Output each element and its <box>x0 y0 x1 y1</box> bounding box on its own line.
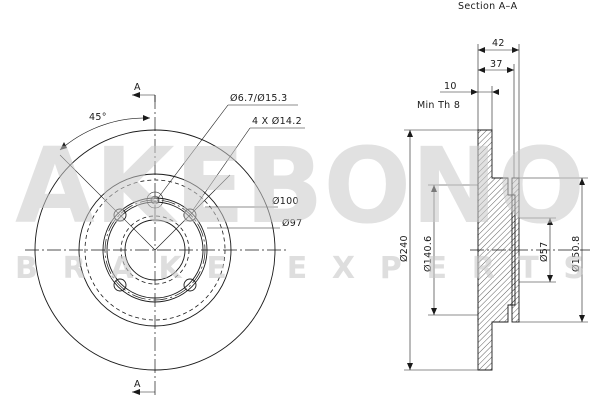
bolt-hole <box>113 208 127 222</box>
watermark: AKEBONO BRAKE EXPERTS <box>15 125 585 286</box>
watermark-tagline: BRAKE EXPERTS <box>15 251 585 286</box>
angle-label: 45° <box>89 112 107 123</box>
thickness-label: 10 <box>444 81 457 92</box>
dim-arrow <box>431 185 437 192</box>
inner-diameter-label: Ø140.6 <box>423 236 434 272</box>
section-arrowhead <box>132 92 140 98</box>
locating-hole <box>150 195 160 205</box>
section-arrowhead <box>132 389 140 395</box>
dim-arrow <box>507 67 514 73</box>
hat-wall-outer <box>102 197 208 303</box>
section-view: Section A–A 42 37 10 Min Th 8 <box>399 1 590 371</box>
dim-arrow <box>407 130 413 137</box>
bolt-holes <box>113 208 197 292</box>
front-view: A A 45° Ø6.7/Ø15.3 4 X Ø14.2 Ø100 Ø97 <box>25 82 305 395</box>
locating-hole-counterbore <box>146 191 164 209</box>
angle-arc <box>59 117 151 151</box>
min-thickness-label: Min Th 8 <box>417 100 460 111</box>
center-label: Ø97 <box>282 218 302 229</box>
total-height-label: 42 <box>492 38 505 49</box>
pcd-circle <box>104 199 206 301</box>
dim-arrow <box>478 67 485 73</box>
locating-holes <box>146 191 164 209</box>
dim-arrow <box>407 363 413 370</box>
angle-line <box>59 154 156 251</box>
inner-ring-hidden <box>84 179 226 321</box>
hat-diameter-label: Ø150.8 <box>571 236 582 272</box>
outer-diameter-label: Ø240 <box>399 235 410 262</box>
section-title: Section A–A <box>458 1 518 12</box>
section-mark-top: A <box>134 82 141 93</box>
pcd-label: Ø100 <box>272 196 299 207</box>
dim-arrow <box>492 89 499 95</box>
dim-arrow <box>478 47 485 53</box>
dim-arrow <box>547 275 553 282</box>
hat-height-label: 37 <box>490 59 503 70</box>
dim-arrow <box>471 89 478 95</box>
dim-arrow <box>579 178 585 185</box>
bore-label: Ø57 <box>539 242 550 262</box>
hole-leader <box>157 104 229 199</box>
bolt-hole <box>113 278 127 292</box>
dim-arrow <box>579 315 585 322</box>
dim-arrow <box>431 308 437 315</box>
bolt-leader <box>192 127 251 211</box>
arc-arrow <box>60 142 67 150</box>
section-mark-bottom: A <box>134 379 141 390</box>
radial-line <box>154 174 231 251</box>
dim-arrow <box>512 47 519 53</box>
center-bore-hidden <box>120 215 190 285</box>
hole-label: Ø6.7/Ø15.3 <box>230 93 287 104</box>
bolt-hole <box>183 208 197 222</box>
dim-arrow <box>547 218 553 225</box>
arc-arrow <box>143 115 150 121</box>
bolt-label: 4 X Ø14.2 <box>252 116 302 127</box>
hat-outer-circle <box>78 173 232 327</box>
hat-wall-inner <box>106 201 204 299</box>
bolt-hole <box>183 278 197 292</box>
center-bore <box>124 219 186 281</box>
watermark-brand: AKEBONO <box>15 125 585 247</box>
